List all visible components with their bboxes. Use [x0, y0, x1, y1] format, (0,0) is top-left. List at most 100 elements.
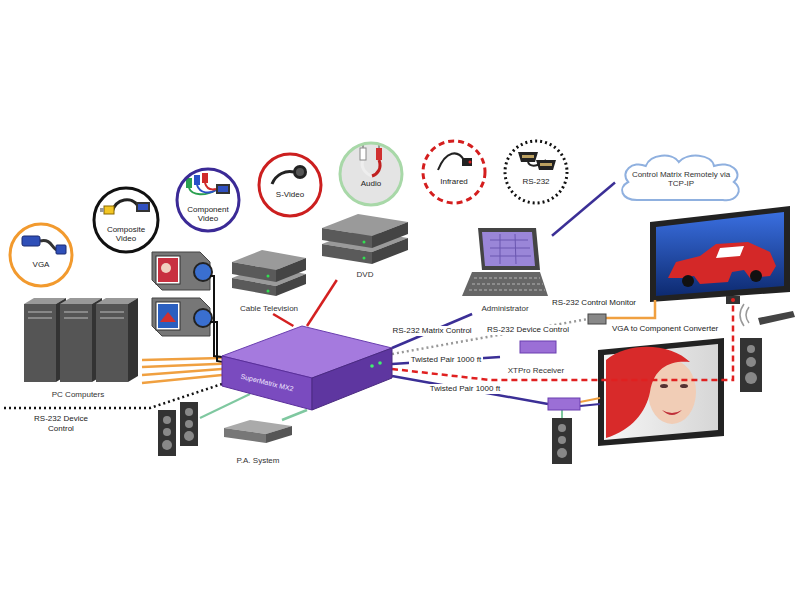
circle-outline — [257, 152, 323, 218]
connector-circle: Composite Video — [92, 186, 160, 254]
laptop — [490, 234, 531, 264]
device: DVD — [318, 210, 412, 280]
small-device — [726, 296, 740, 304]
connector-label: Infrared — [431, 177, 477, 186]
speaker — [740, 338, 762, 392]
dvd-player — [363, 241, 366, 244]
cloud: Control Matrix Remotely via TCP-IP — [615, 150, 747, 206]
circle-outline — [8, 222, 74, 288]
signal-wire — [561, 410, 563, 418]
cable — [142, 364, 222, 367]
vga-cable-icon — [22, 236, 66, 254]
pa-system — [266, 426, 292, 443]
speaker — [746, 357, 756, 367]
infrared-cable-icon — [469, 161, 472, 164]
signal-wire — [392, 305, 733, 380]
device: PC Computers — [14, 290, 142, 400]
signal-wire — [4, 276, 733, 418]
monitor-car — [682, 275, 694, 287]
laptop — [478, 228, 540, 270]
device-label: Cable Television — [240, 304, 298, 313]
camcorder — [161, 263, 171, 273]
speaker — [185, 420, 193, 428]
circle-fill — [423, 141, 485, 203]
camcorder — [156, 256, 180, 284]
cloud-outline — [622, 156, 739, 201]
connector-circle: VGA — [8, 222, 74, 288]
cable — [273, 314, 293, 326]
connector-circle: S-Video — [257, 152, 323, 218]
speaker — [162, 440, 172, 450]
infrared-cable-icon — [438, 153, 472, 170]
monitor-face — [660, 384, 668, 388]
pc-tower — [24, 304, 56, 382]
device-label: P.A. System — [237, 456, 280, 465]
monitor-car — [650, 206, 790, 302]
composite-cable-icon — [100, 200, 150, 214]
circle-outline — [503, 139, 569, 205]
signal-wire — [580, 404, 600, 406]
infrared-cable-icon — [462, 158, 472, 166]
device-label: VGA to Component Converter — [612, 324, 718, 334]
monitor-car — [650, 206, 790, 302]
speaker — [163, 428, 171, 436]
cable-label: RS-232 Matrix Control — [390, 326, 473, 336]
component-cable-icon — [216, 184, 230, 194]
dvd-player — [322, 214, 408, 264]
monitor-face — [606, 347, 690, 438]
signal-wire — [142, 375, 222, 383]
cable — [307, 280, 337, 326]
component-cable-icon — [186, 178, 192, 188]
connector-circle: Infrared — [421, 139, 487, 205]
cable-box — [232, 262, 276, 282]
circle-fill — [505, 141, 567, 203]
device-label: Administrator — [481, 304, 528, 313]
status-led — [378, 361, 382, 365]
camcorder — [156, 302, 180, 330]
speaker — [163, 416, 171, 424]
pc-tower — [128, 298, 138, 382]
cable-label: Twisted Pair 1000 ft — [409, 355, 483, 365]
camcorder — [160, 312, 176, 322]
component-cable-icon — [202, 173, 208, 183]
matrix-switch-side — [312, 348, 392, 410]
cable-label: RS-232 Device Control — [24, 414, 98, 434]
circle-outline — [10, 224, 72, 286]
rs232-cable-icon — [518, 152, 556, 170]
component-cable-icon — [218, 186, 228, 192]
cable-box — [267, 275, 270, 278]
device-label: DVD — [357, 270, 374, 279]
circle-outline — [338, 141, 404, 207]
small-device — [520, 341, 556, 353]
circle-fill — [10, 141, 567, 286]
camcorder — [194, 263, 212, 281]
device-label: RS-232 Control Monitor — [552, 298, 636, 308]
receiver: XTPro Receiver — [500, 338, 572, 376]
small-device — [548, 398, 580, 410]
cable-label: Twisted Pair 1000 ft — [428, 384, 502, 394]
cable-box — [267, 290, 270, 293]
laptop — [462, 228, 548, 296]
s-video-cable-icon — [272, 172, 294, 185]
composite-cable-icon — [136, 202, 150, 212]
connector-label: Composite Video — [102, 225, 150, 243]
laptop — [469, 278, 545, 290]
matrix-switch: SuperMatrix MX2 — [222, 326, 392, 410]
signal-wire — [142, 369, 222, 375]
small-device — [746, 307, 749, 323]
connector-circle: Audio — [338, 141, 404, 207]
composite-cable-icon — [138, 204, 148, 210]
s-video-cable-icon — [293, 165, 307, 179]
circle-fill — [10, 224, 72, 286]
speaker — [180, 402, 198, 446]
signal-wire — [392, 376, 548, 404]
circle-outline — [177, 169, 239, 231]
connector-label: Audio — [348, 179, 394, 188]
component-cable-icon — [205, 183, 216, 189]
composite-cable-icon — [104, 206, 114, 214]
circle-outline — [259, 154, 321, 216]
pa-system — [224, 420, 292, 443]
cable-label: RS-232 Device Control — [485, 325, 571, 335]
connector-label: RS-232 — [513, 177, 559, 186]
